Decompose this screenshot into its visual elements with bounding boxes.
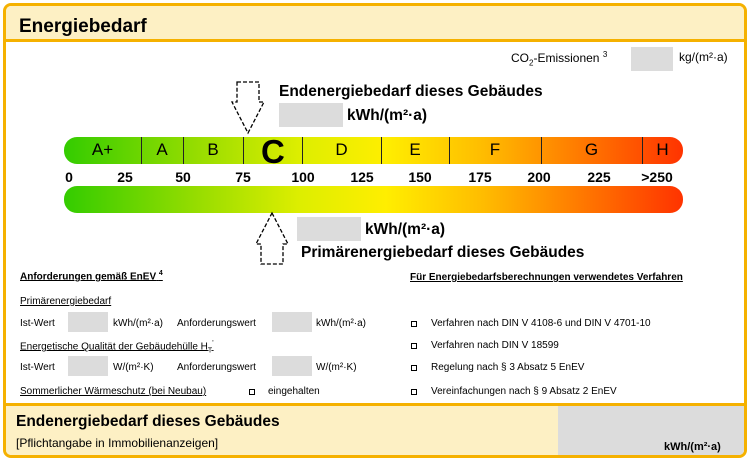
verfahren-heading: Für Energiebedarfsberechnungen verwendet… [410, 272, 683, 283]
class-label: B [207, 140, 219, 159]
scale-tick: 25 [117, 169, 133, 185]
unit-label: kWh/(m²·a) [113, 318, 163, 329]
title-bar: Energiebedarf [6, 6, 744, 42]
co2-unit: kg/(m²·a) [679, 50, 728, 64]
ist-wert-label: Ist-Wert [20, 318, 55, 329]
footer-title: Endenergiebedarf dieses Gebäudes [16, 413, 280, 430]
qualitaet-heading: Energetische Qualität der Gebäudehülle H… [20, 340, 214, 355]
primaerenergie-unit: kWh/(m²·a) [365, 221, 446, 238]
class-label-highlighted: C [261, 133, 285, 170]
scale-tick: 225 [587, 169, 611, 185]
unit-label: kWh/(m²·a) [316, 318, 366, 329]
unit-label: W/(m²·K) [113, 362, 154, 373]
co2-label: CO2-Emissionen 3 [511, 50, 608, 68]
scale-divider [449, 137, 450, 164]
endenergie-title: Endenergiebedarf dieses Gebäudes [279, 83, 543, 100]
primaer-ist-wert-field[interactable] [68, 312, 108, 332]
verfahren-option: Vereinfachungen nach § 9 Absatz 2 EnEV [431, 386, 617, 397]
scale-tick: >250 [641, 169, 673, 185]
primaerenergie-marker-icon [254, 211, 290, 265]
verfahren-checkbox[interactable] [411, 343, 417, 349]
verfahren-checkbox[interactable] [411, 389, 417, 395]
class-label: F [489, 140, 501, 159]
scale-divider [141, 137, 142, 164]
class-label: D [335, 140, 348, 159]
energy-scale-bar-lower [64, 186, 683, 213]
scale-divider [642, 137, 643, 164]
scale-tick: 100 [291, 169, 315, 185]
endenergie-marker-icon [230, 81, 266, 135]
scale-tick: 150 [408, 169, 432, 185]
anforderungen-heading: Anforderungen gemäß EnEV 4 [20, 270, 163, 283]
qualitaet-ist-wert-field[interactable] [68, 356, 108, 376]
scale-divider [541, 137, 542, 164]
energy-scale-bar [64, 137, 683, 164]
anforderungswert-label: Anforderungswert [177, 318, 256, 329]
primaerenergie-value-field[interactable] [297, 217, 361, 241]
scale-divider [381, 137, 382, 164]
unit-label: W/(m²·K) [316, 362, 357, 373]
endenergie-value-field[interactable] [279, 103, 343, 127]
scale-tick: 125 [350, 169, 374, 185]
sommer-label: Sommerlicher Wärmeschutz (bei Neubau) [20, 386, 207, 397]
scale-divider [183, 137, 184, 164]
footer-subtitle: [Pflichtangabe in Immobilienanzeigen] [16, 436, 219, 450]
class-label: E [409, 140, 421, 159]
class-label: A [156, 140, 168, 159]
endenergie-unit: kWh/(m²·a) [347, 107, 428, 124]
verfahren-option: Verfahren nach DIN V 18599 [431, 340, 559, 351]
verfahren-checkbox[interactable] [411, 365, 417, 371]
verfahren-option: Verfahren nach DIN V 4108-6 und DIN V 47… [431, 318, 651, 329]
footer-unit: kWh/(m²·a) [664, 441, 721, 453]
verfahren-option: Regelung nach § 3 Absatz 5 EnEV [431, 362, 585, 373]
ist-wert-label: Ist-Wert [20, 362, 55, 373]
footer-panel: Endenergiebedarf dieses Gebäudes [Pflich… [6, 403, 744, 455]
class-label: H [656, 140, 669, 159]
primaer-heading: Primärenergiebedarf [20, 296, 112, 307]
energy-certificate: Energiebedarf CO2-Emissionen 3 kg/(m²·a)… [3, 3, 747, 458]
eingehalten-label: eingehalten [268, 386, 320, 397]
class-label: G [584, 140, 599, 159]
qualitaet-anforderungswert-field[interactable] [272, 356, 312, 376]
scale-divider [243, 137, 244, 164]
scale-tick: 200 [527, 169, 551, 185]
footer-value-field[interactable] [558, 406, 744, 455]
anforderungswert-label: Anforderungswert [177, 362, 256, 373]
scale-tick: 175 [468, 169, 492, 185]
scale-tick: 75 [235, 169, 251, 185]
primaer-anforderungswert-field[interactable] [272, 312, 312, 332]
page-title: Energiebedarf [19, 16, 147, 37]
verfahren-checkbox[interactable] [411, 321, 417, 327]
scale-divider [302, 137, 303, 164]
primaerenergie-title: Primärenergiebedarf dieses Gebäudes [301, 244, 585, 261]
eingehalten-checkbox[interactable] [249, 389, 255, 395]
class-label: A+ [91, 140, 114, 159]
scale-tick: 50 [175, 169, 191, 185]
scale-tick: 0 [65, 169, 73, 185]
co2-value-field[interactable] [631, 47, 673, 71]
